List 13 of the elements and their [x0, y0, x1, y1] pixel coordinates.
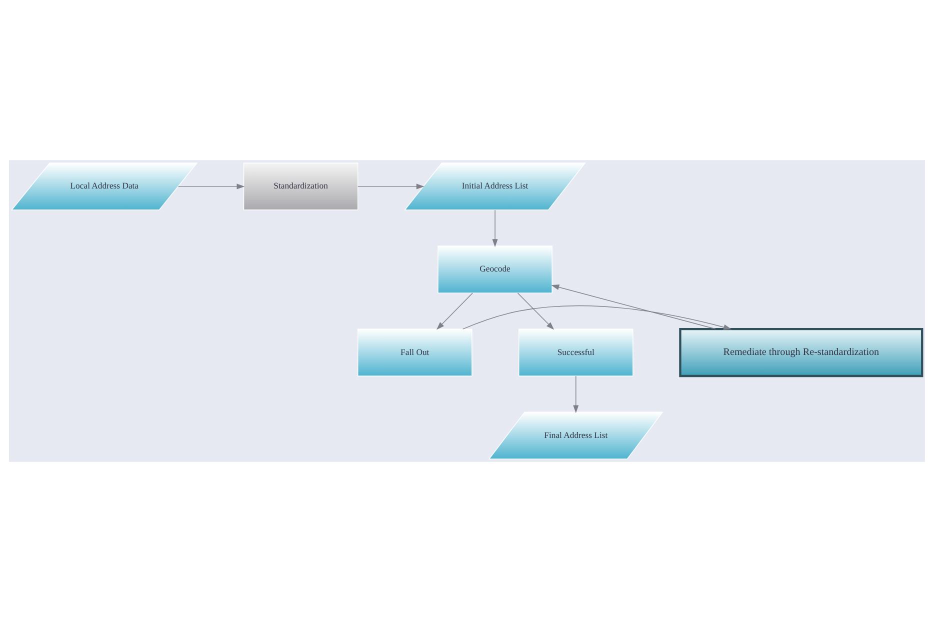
node-box: Fall Out [356, 328, 472, 376]
arrow [357, 184, 424, 190]
arrow [550, 284, 716, 330]
arrow [436, 292, 472, 330]
arrow [492, 210, 498, 248]
node-box: Remediate through Re-standardization [678, 328, 923, 378]
arrow [516, 292, 554, 330]
arrow [462, 305, 732, 330]
node-box: Successful [518, 328, 633, 376]
arrow [572, 376, 578, 414]
node-box: Geocode [437, 246, 552, 294]
arrow [177, 184, 244, 190]
node-box: Standardization [242, 162, 358, 210]
